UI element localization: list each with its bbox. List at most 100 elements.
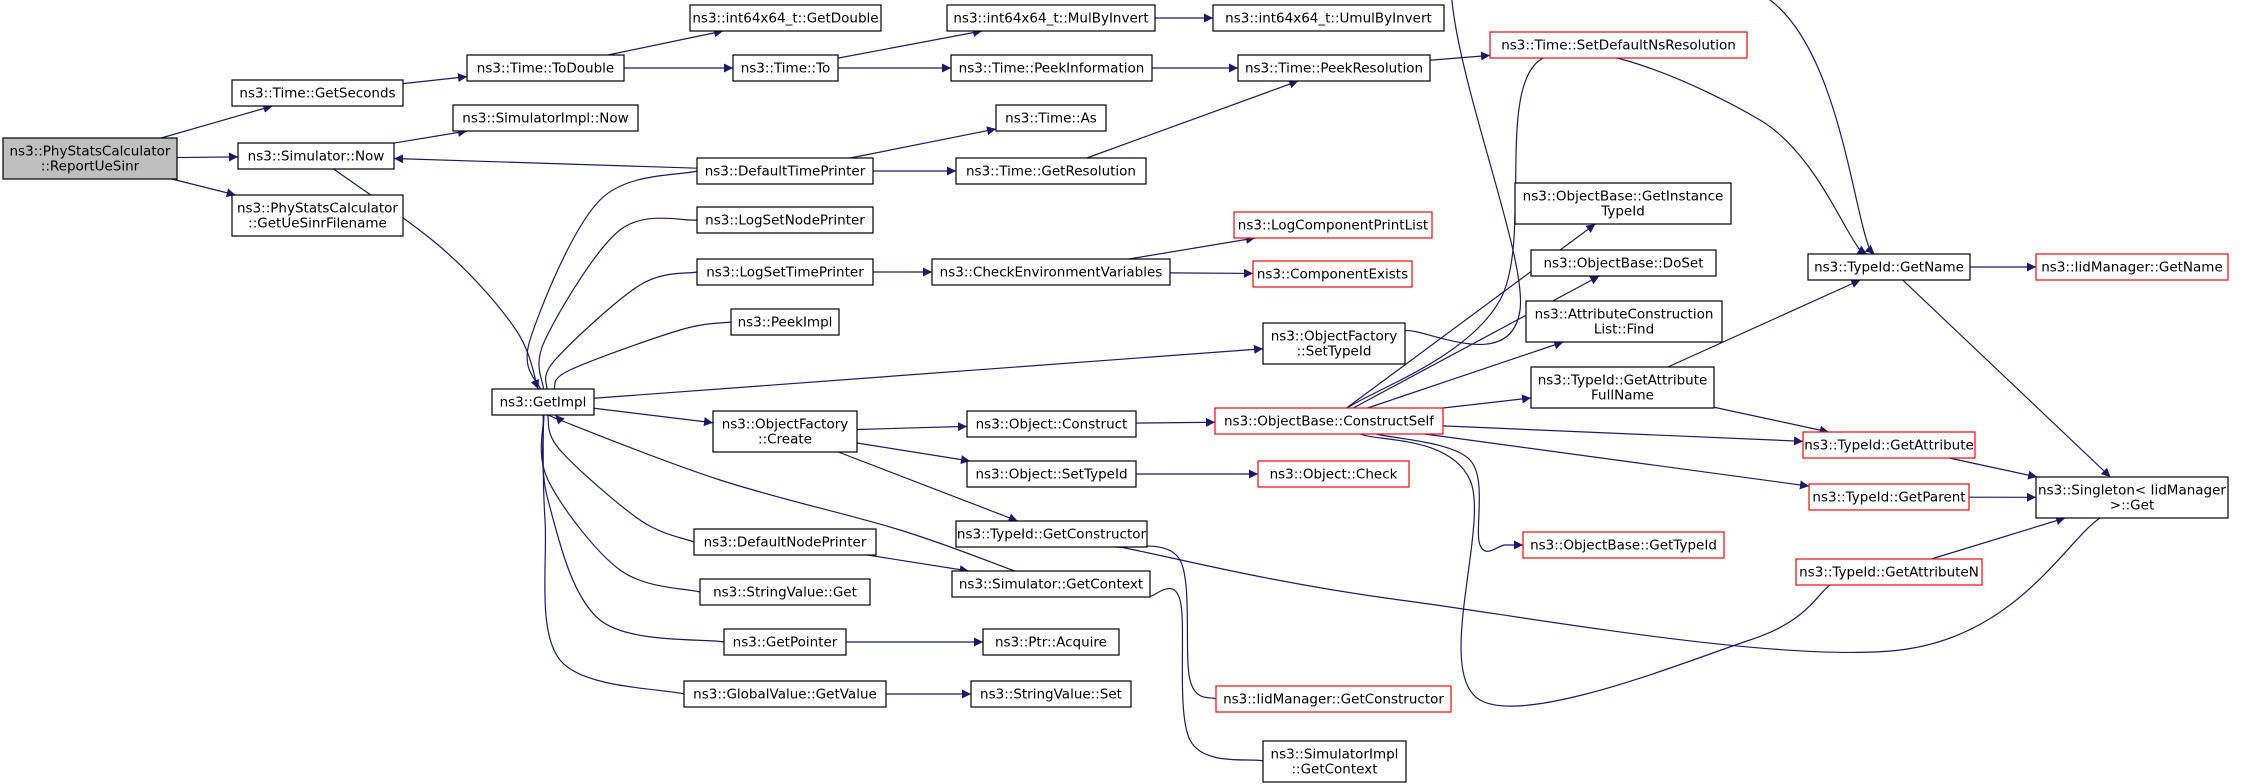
node-label: ns3::Object::Construct (976, 417, 1128, 433)
node-timeTo[interactable]: ns3::Time::To (732, 54, 839, 82)
edge-objFactoryCreate-to-objectSetTypeId (856, 442, 971, 465)
node-peekInformation[interactable]: ns3::Time::PeekInformation (950, 54, 1153, 82)
edge-getImpl-to-globalValueGetValue (542, 414, 694, 701)
node-box (699, 578, 871, 606)
node-getResolution[interactable]: ns3::Time::GetResolution (955, 157, 1147, 185)
node-getImpl[interactable]: ns3::GetImpl (491, 388, 595, 416)
node-box (946, 4, 1156, 32)
node-box (931, 258, 1171, 286)
node-objectConstruct[interactable]: ns3::Object::Construct (966, 410, 1137, 438)
edge-objectConstruct-to-objBaseConstructSelf (1135, 417, 1216, 427)
node-box (491, 388, 595, 416)
node-label: ns3::Time::PeekResolution (1245, 61, 1423, 77)
node-label: ns3::TypeId::GetAttribute (1538, 373, 1708, 389)
node-typeIdGetAttributeN[interactable]: ns3::TypeId::GetAttributeN (1795, 558, 1983, 586)
node-typeIdGetConstructor[interactable]: ns3::TypeId::GetConstructor (955, 520, 1148, 548)
node-box (955, 520, 1148, 548)
node-label: ns3::AttributeConstruction (1535, 307, 1714, 323)
node-objFactoryCreate[interactable]: ns3::ObjectFactory::Create (712, 410, 858, 453)
node-box (2035, 476, 2229, 519)
edge-toDouble-to-i64GetDouble (607, 28, 724, 56)
node-label: ns3::ObjectFactory (722, 417, 849, 433)
node-label: ns3::Time::ToDouble (477, 61, 614, 77)
node-box (693, 528, 877, 556)
edge-layer (161, 0, 2116, 768)
node-objectCheck[interactable]: ns3::Object::Check (1257, 460, 1410, 488)
node-umulByInvert[interactable]: ns3::int64x64_t::UmulByInvert (1212, 4, 1445, 32)
node-simImplNow[interactable]: ns3::SimulatorImpl::Now (452, 104, 639, 132)
edge-getImpl-to-logSetNodePrinter (538, 214, 707, 390)
node-mulByInvert[interactable]: ns3::int64x64_t::MulByInvert (946, 4, 1156, 32)
node-getSeconds[interactable]: ns3::Time::GetSeconds (231, 79, 404, 107)
node-label: ns3::Object::SetTypeId (975, 467, 1127, 483)
node-label: ns3::SimulatorImpl::Now (462, 111, 628, 127)
node-toDouble[interactable]: ns3::Time::ToDouble (466, 54, 625, 82)
node-objBaseDoSet[interactable]: ns3::ObjectBase::DoSet (1530, 249, 1717, 277)
node-label: ns3::PhyStatsCalculator (10, 144, 171, 160)
node-label: ::ReportUeSinr (41, 159, 140, 175)
node-box (2035, 253, 2229, 281)
node-label: ns3::Singleton< IidManager (2038, 483, 2226, 499)
node-objectSetTypeId[interactable]: ns3::Object::SetTypeId (966, 460, 1137, 488)
node-iidMgrGetConstructor[interactable]: ns3::IidManager::GetConstructor (1215, 685, 1452, 713)
node-defaultNodePrinter[interactable]: ns3::DefaultNodePrinter (693, 528, 877, 556)
node-iidMgrGetName[interactable]: ns3::IidManager::GetName (2035, 253, 2229, 281)
node-objBaseGetTypeId[interactable]: ns3::ObjectBase::GetTypeId (1522, 531, 1725, 559)
node-typeIdGetName[interactable]: ns3::TypeId::GetName (1807, 253, 1971, 281)
node-objBaseConstructSelf[interactable]: ns3::ObjectBase::ConstructSelf (1214, 407, 1444, 435)
edge-objFactoryCreate-to-objectConstruct (856, 422, 968, 432)
node-stringValueSet[interactable]: ns3::StringValue::Set (970, 680, 1132, 708)
edge-getImpl-to-objFactoryCreate (593, 407, 714, 427)
node-root[interactable]: ns3::PhyStatsCalculator::ReportUeSinr (2, 137, 178, 180)
node-globalValueGetValue[interactable]: ns3::GlobalValue::GetValue (683, 680, 887, 708)
node-label: ns3::GlobalValue::GetValue (693, 687, 877, 703)
node-getUeSinrFilename[interactable]: ns3::PhyStatsCalculator::GetUeSinrFilena… (231, 194, 404, 237)
node-box (696, 157, 874, 185)
edge-objFactorySetTypeId-to-typeIdGetName (1404, 0, 1880, 346)
node-typeIdGetAttribute[interactable]: ns3::TypeId::GetAttribute (1802, 431, 1976, 459)
node-peekImpl[interactable]: ns3::PeekImpl (730, 308, 840, 336)
node-logSetTimePrinter[interactable]: ns3::LogSetTimePrinter (696, 258, 874, 286)
node-box (1214, 407, 1444, 435)
node-box (466, 54, 625, 82)
node-getPointer[interactable]: ns3::GetPointer (723, 628, 847, 656)
node-box (231, 194, 404, 237)
node-stringValueGet[interactable]: ns3::StringValue::Get (699, 578, 871, 606)
node-componentExists[interactable]: ns3::ComponentExists (1252, 260, 1413, 288)
node-simGetContext[interactable]: ns3::Simulator::GetContext (951, 570, 1151, 598)
node-box (1489, 31, 1748, 59)
node-objFactorySetTypeId[interactable]: ns3::ObjectFactory::SetTypeId (1262, 322, 1406, 365)
node-singletonGet[interactable]: ns3::Singleton< IidManager >::Get (2035, 476, 2229, 519)
node-typeIdGetParent[interactable]: ns3::TypeId::GetParent (1808, 483, 1970, 511)
node-label: ::GetUeSinrFilename (248, 216, 387, 232)
node-label: ns3::DefaultNodePrinter (704, 535, 867, 551)
node-box (966, 410, 1137, 438)
node-label: ns3::TypeId::GetName (1814, 260, 1964, 276)
node-box (1802, 431, 1976, 459)
node-logSetNodePrinter[interactable]: ns3::LogSetNodePrinter (696, 206, 874, 234)
node-checkEnvVars[interactable]: ns3::CheckEnvironmentVariables (931, 258, 1171, 286)
node-peekResolution[interactable]: ns3::Time::PeekResolution (1237, 54, 1431, 82)
node-i64GetDouble[interactable]: ns3::int64x64_t::GetDouble (689, 4, 882, 32)
node-label: ns3::Simulator::GetContext (959, 577, 1143, 593)
edge-defaultNodePrinter-to-simGetContext (867, 554, 969, 575)
node-simImplGetContext[interactable]: ns3::SimulatorImpl::GetContext (1262, 740, 1407, 783)
node-label: ns3::LogSetNodePrinter (705, 213, 865, 229)
node-label: ns3::Time::To (741, 61, 831, 77)
node-logComponentPrintList[interactable]: ns3::LogComponentPrintList (1233, 211, 1433, 239)
node-label: ns3::PhyStatsCalculator (237, 201, 398, 217)
edge-objBaseConstructSelf-to-typeIdGetAttribute (1442, 425, 1804, 446)
node-label: ns3::TypeId::GetConstructor (957, 527, 1147, 543)
node-timeAs[interactable]: ns3::Time::As (995, 104, 1107, 132)
edge-simGetContext-to-simImplGetContext (1149, 587, 1273, 768)
edge-objBaseConstructSelf-to-objBaseGetTypeId (1375, 433, 1523, 552)
node-ptrAcquire[interactable]: ns3::Ptr::Acquire (982, 628, 1120, 656)
node-box (1514, 182, 1732, 225)
node-simNow[interactable]: ns3::Simulator::Now (237, 142, 395, 170)
node-defaultTimePrinter[interactable]: ns3::DefaultTimePrinter (696, 157, 874, 185)
node-setDefaultNsResolution[interactable]: ns3::Time::SetDefaultNsResolution (1489, 31, 1748, 59)
node-box (730, 308, 840, 336)
